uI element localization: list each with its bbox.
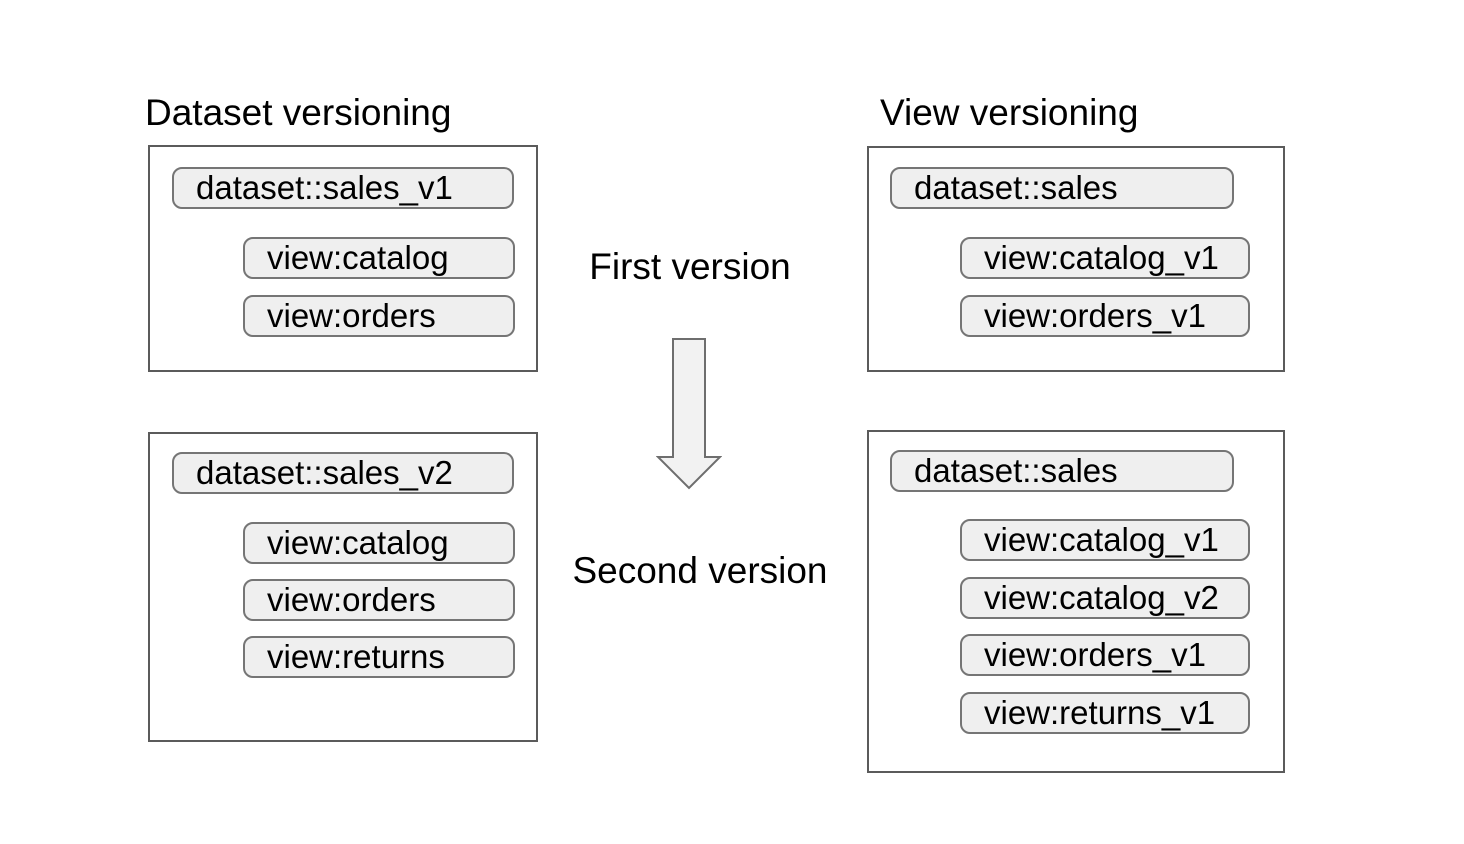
second-version-label: Second version [572,550,828,591]
view-pill: view:orders_v1 [960,634,1250,676]
dataset-pill: dataset::sales [890,450,1234,492]
dataset-versioning-second-box: dataset::sales_v2 view:catalog view:orde… [148,432,538,742]
dataset-pill: dataset::sales_v2 [172,452,514,494]
view-pill: view:returns [243,636,515,678]
view-pill: view:catalog [243,237,515,279]
dataset-versioning-first-box: dataset::sales_v1 view:catalog view:orde… [148,145,538,372]
view-pill: view:returns_v1 [960,692,1250,734]
view-pill: view:catalog [243,522,515,564]
view-pill: view:catalog_v1 [960,237,1250,279]
dataset-pill: dataset::sales_v1 [172,167,514,209]
view-pill: view:orders [243,295,515,337]
section-title-view-versioning: View versioning [880,92,1139,133]
view-versioning-first-box: dataset::sales view:catalog_v1 view:orde… [867,146,1285,372]
view-versioning-second-box: dataset::sales view:catalog_v1 view:cata… [867,430,1285,773]
view-pill: view:orders [243,579,515,621]
section-title-dataset-versioning: Dataset versioning [145,92,452,133]
view-pill: view:catalog_v2 [960,577,1250,619]
view-pill: view:catalog_v1 [960,519,1250,561]
first-version-label: First version [589,246,791,287]
view-pill: view:orders_v1 [960,295,1250,337]
dataset-pill: dataset::sales [890,167,1234,209]
down-arrow-icon [655,338,723,490]
